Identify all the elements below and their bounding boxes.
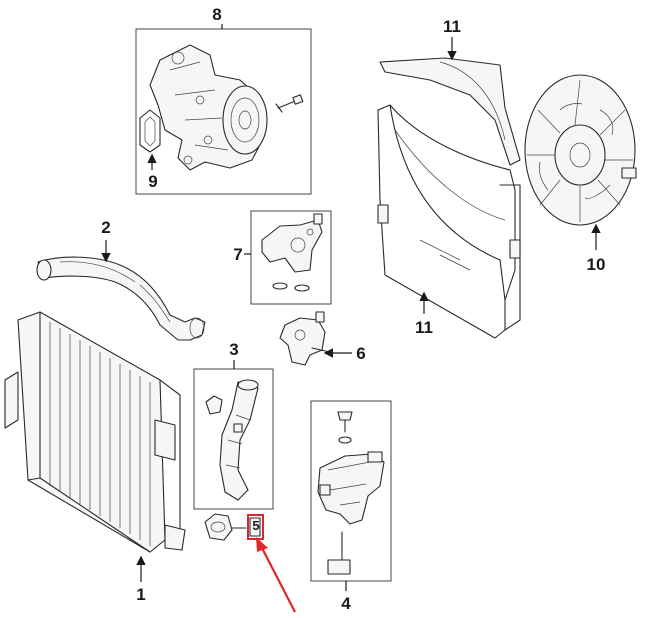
callout-11-bottom: 11 (415, 318, 433, 337)
callout-7: 7 (233, 245, 242, 264)
part-7-thermostat-housing[interactable] (250, 210, 332, 305)
callout-8: 8 (212, 5, 221, 24)
part-5-clip[interactable] (204, 513, 261, 541)
callout-6: 6 (356, 344, 365, 363)
callout-5: 5 (252, 518, 259, 533)
callout-9: 9 (148, 172, 157, 191)
callout-4: 4 (341, 594, 351, 613)
highlight-arrowhead (256, 537, 268, 552)
part-9-gasket[interactable] (139, 109, 161, 153)
part-11-fan-shroud[interactable] (377, 57, 521, 339)
callout-10: 10 (587, 255, 606, 274)
callout-11-top: 11 (443, 17, 461, 36)
highlight-arrow (261, 547, 296, 613)
part-4-coolant-reservoir[interactable] (310, 400, 392, 582)
highlight-box (247, 514, 264, 540)
callout-1: 1 (136, 585, 145, 604)
part-6-coolant-outlet[interactable] (279, 311, 331, 366)
part-3-lower-hose[interactable] (193, 368, 274, 510)
part-10-cooling-fan[interactable] (524, 74, 637, 226)
callout-2: 2 (101, 218, 110, 237)
part-1-radiator[interactable] (4, 311, 186, 553)
callout-3: 3 (229, 340, 238, 359)
part-8-water-pump[interactable] (135, 28, 312, 195)
